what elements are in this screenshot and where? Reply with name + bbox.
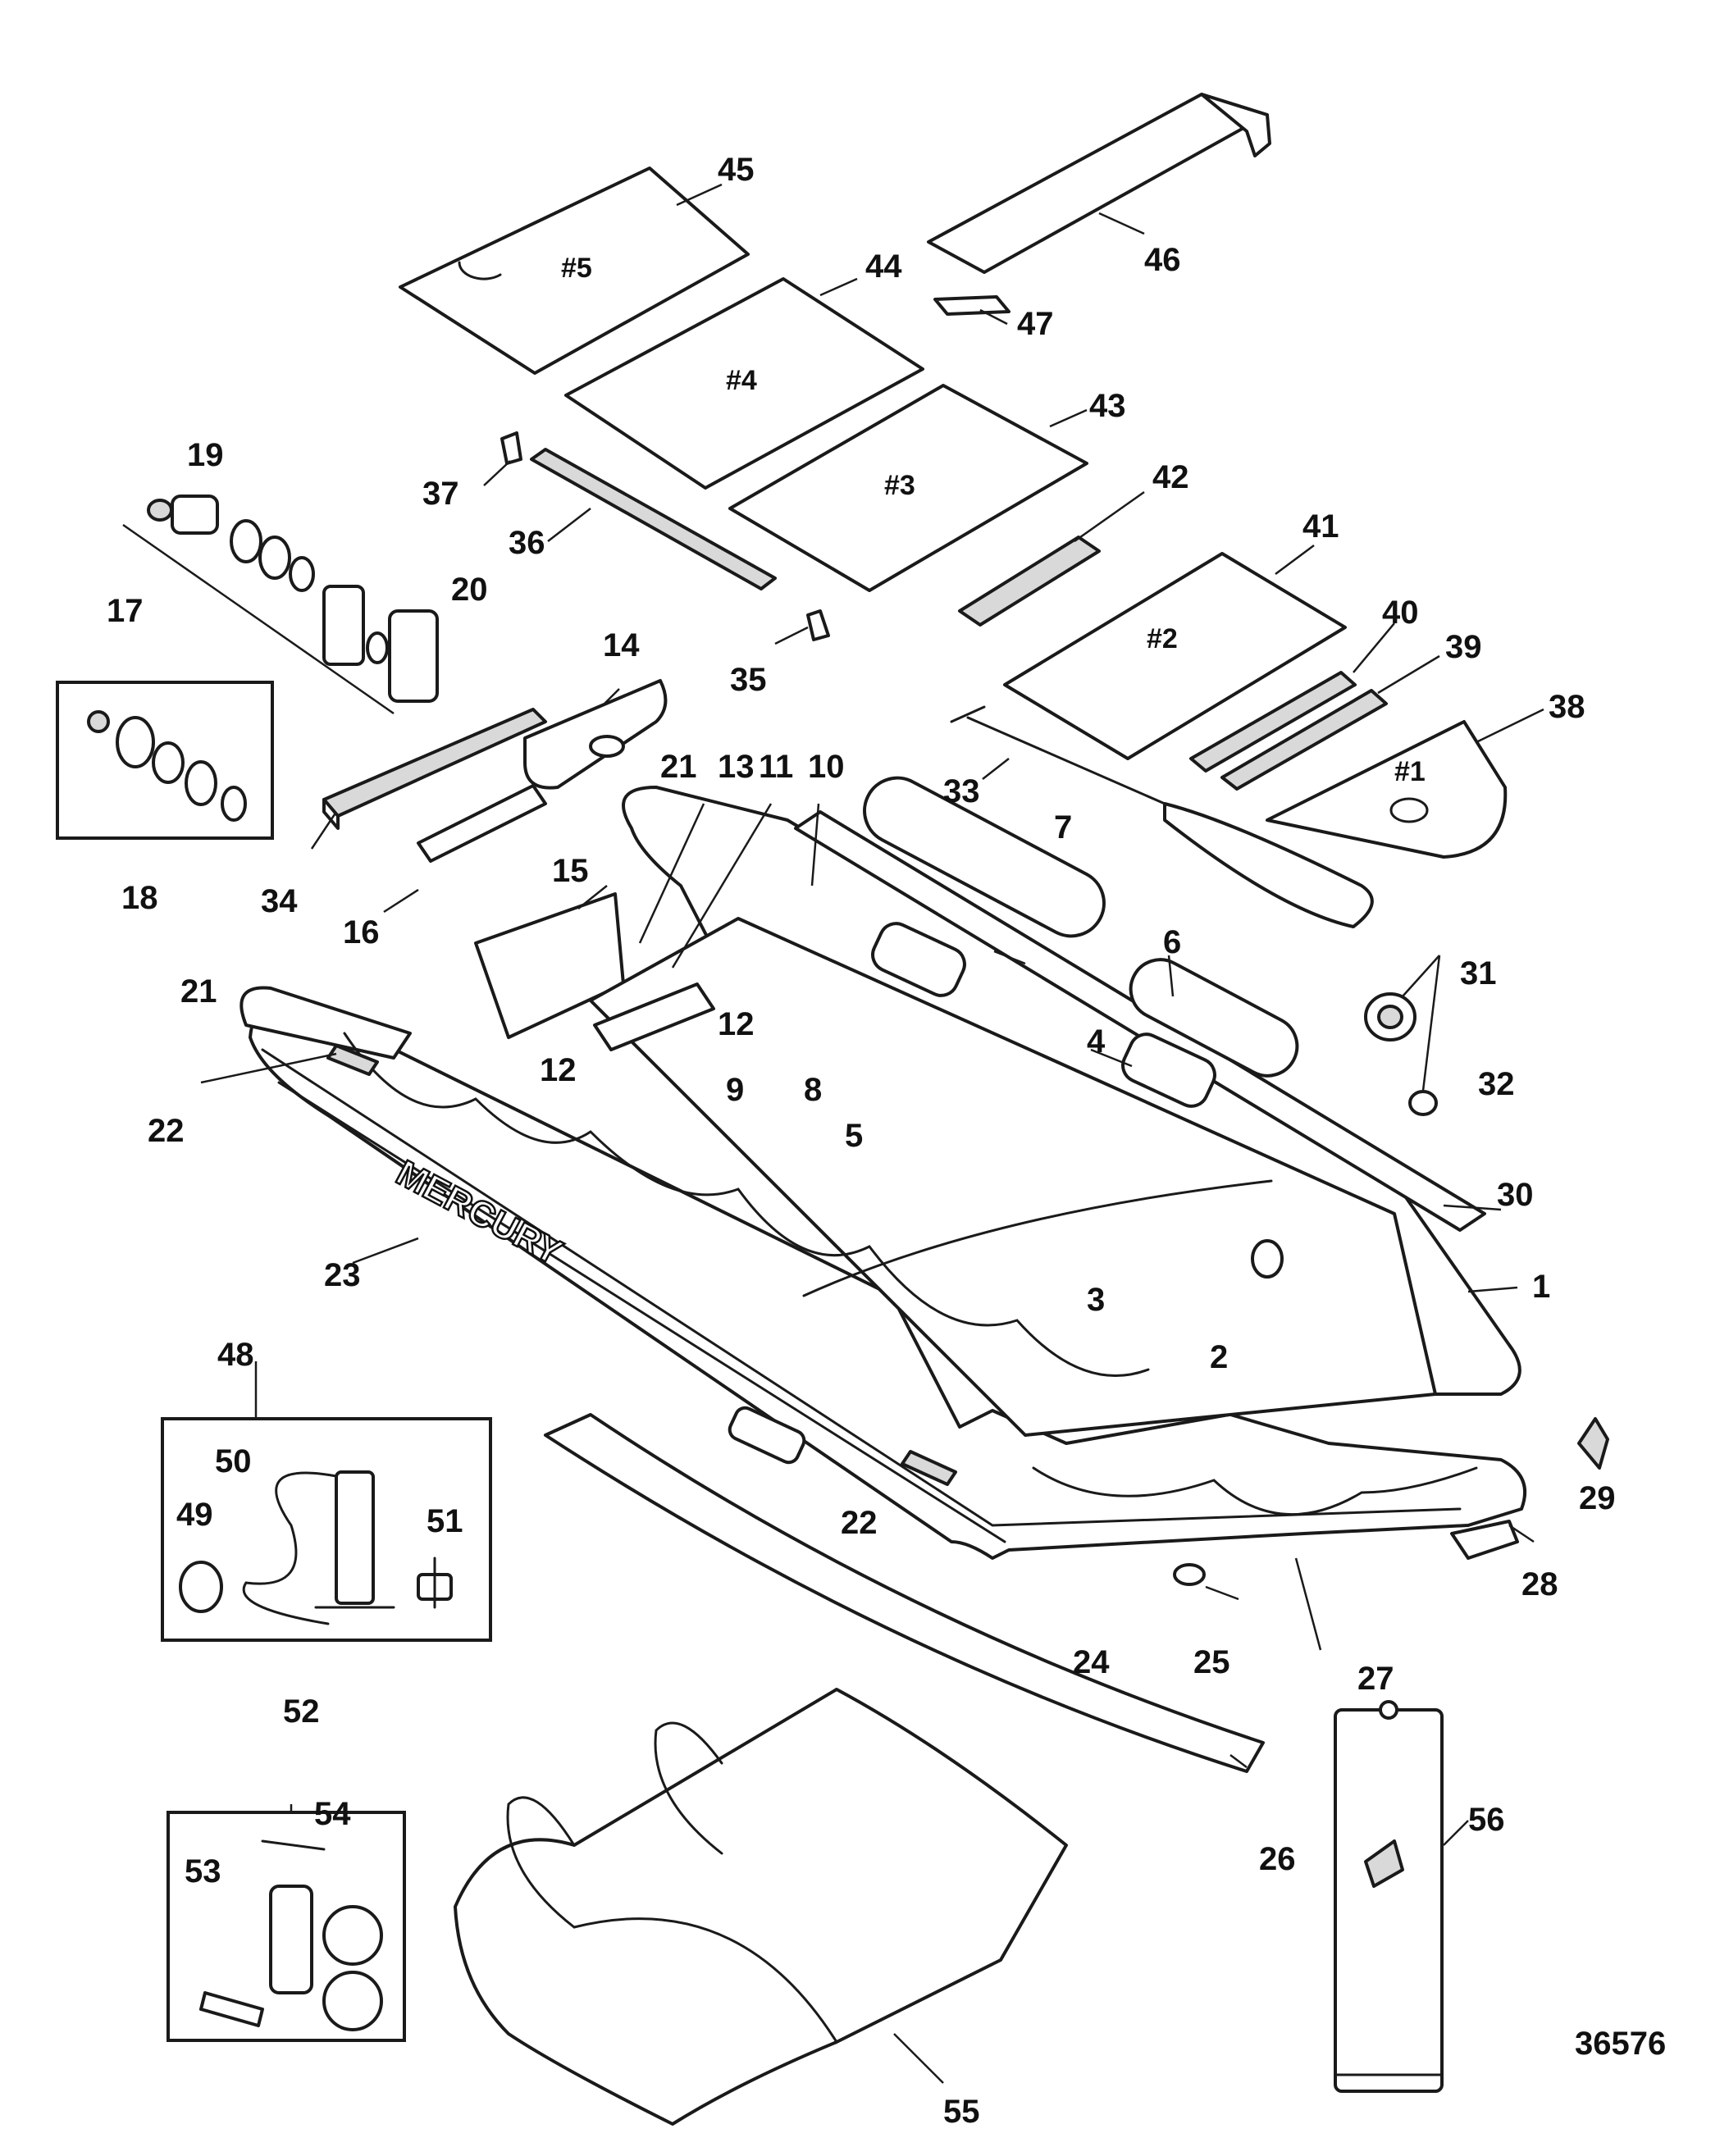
callout-49: 49 [176, 1497, 213, 1533]
valve-assembly [122, 495, 439, 715]
callout-54: 54 [314, 1796, 351, 1832]
callout-22a: 22 [148, 1113, 185, 1149]
callout-40: 40 [1382, 595, 1419, 631]
callout-44: 44 [865, 248, 902, 285]
floor-panel-1: #1 [1266, 720, 1508, 859]
callout-labels: 1 2 3 4 5 6 7 8 9 10 11 12 12 13 14 15 1… [107, 152, 1616, 2130]
panel-label-5: #5 [561, 253, 592, 284]
callout-31: 31 [1460, 955, 1497, 991]
callout-33: 33 [943, 773, 980, 809]
oar [950, 705, 1374, 928]
callout-45: 45 [718, 152, 755, 188]
callout-53: 53 [185, 1853, 221, 1889]
callout-51: 51 [427, 1503, 463, 1539]
callout-55: 55 [943, 2094, 980, 2130]
callout-1: 1 [1532, 1269, 1550, 1305]
pump-kit-box [161, 1417, 492, 1642]
callout-34: 34 [261, 883, 298, 919]
callout-6: 6 [1163, 924, 1181, 960]
callout-12b: 12 [718, 1006, 755, 1042]
stringer-42 [958, 536, 1101, 627]
transom-board [927, 93, 1271, 274]
floor-panel-2: #2 [1003, 552, 1347, 760]
callout-19: 19 [187, 437, 224, 473]
callout-4: 4 [1087, 1023, 1106, 1060]
callout-2: 2 [1210, 1339, 1228, 1375]
callout-12a: 12 [540, 1052, 577, 1088]
callout-14: 14 [603, 627, 640, 663]
seat-bench [322, 708, 547, 830]
stringer-39 [1220, 689, 1388, 791]
carry-bag [454, 1688, 1068, 2126]
panel-label-3: #3 [884, 470, 915, 501]
bracket-16 [417, 784, 547, 863]
callout-50: 50 [215, 1443, 252, 1479]
keel-stringer-36 [500, 431, 830, 641]
callout-20: 20 [451, 572, 488, 608]
callout-25: 25 [1193, 1644, 1230, 1680]
panel-label-4: #4 [726, 365, 757, 396]
seat-bag [523, 679, 668, 790]
callout-30: 30 [1497, 1177, 1534, 1213]
callout-8: 8 [804, 1072, 822, 1108]
callout-38: 38 [1549, 689, 1585, 725]
callout-47: 47 [1017, 306, 1054, 342]
callout-23: 23 [324, 1257, 361, 1293]
inflation-valve [1364, 992, 1438, 1116]
callout-56: 56 [1468, 1802, 1505, 1838]
callout-35: 35 [730, 662, 767, 698]
callout-21b: 21 [660, 749, 697, 785]
callout-48: 48 [217, 1337, 254, 1373]
callout-52: 52 [283, 1693, 320, 1730]
callout-5: 5 [845, 1118, 863, 1154]
callout-26: 26 [1259, 1841, 1296, 1877]
callout-41: 41 [1302, 508, 1339, 545]
callout-18: 18 [121, 880, 158, 916]
callout-37: 37 [422, 476, 459, 512]
callout-27: 27 [1357, 1661, 1394, 1697]
stringer-40 [1189, 671, 1357, 773]
diagram-reference-number: 36576 [1575, 2026, 1666, 2062]
callout-43: 43 [1089, 388, 1126, 424]
callout-32: 32 [1478, 1066, 1515, 1102]
callout-10: 10 [808, 749, 845, 785]
callout-36: 36 [509, 525, 545, 561]
logo-decal [1577, 1417, 1609, 1470]
floor-panel-5: #5 [399, 166, 750, 375]
callout-3: 3 [1087, 1282, 1105, 1318]
callout-21a: 21 [180, 973, 217, 1010]
callout-13: 13 [718, 749, 755, 785]
callout-24: 24 [1073, 1644, 1110, 1680]
transom-bracket [933, 295, 1010, 316]
panel-label-2: #2 [1147, 623, 1178, 654]
callout-22b: 22 [841, 1505, 878, 1541]
callout-17: 17 [107, 593, 144, 629]
callout-39: 39 [1445, 629, 1482, 665]
panel-15 [474, 892, 625, 1039]
callout-7: 7 [1054, 809, 1072, 846]
leader-lines [200, 183, 1544, 2084]
keel-guard-strip [544, 1413, 1265, 1773]
storage-tube [1334, 1700, 1444, 2093]
boat-hull: MERCURY [240, 786, 1526, 1586]
valve-kit-box [56, 681, 274, 840]
floor-panel-3: #3 [728, 384, 1088, 592]
repair-kit-box [167, 1811, 406, 2042]
callout-29: 29 [1579, 1480, 1616, 1516]
floor-panel-4: #4 [564, 277, 924, 490]
callout-42: 42 [1152, 459, 1189, 495]
callout-11: 11 [759, 749, 793, 785]
callout-28: 28 [1521, 1566, 1558, 1602]
callout-15: 15 [552, 853, 589, 889]
callout-46: 46 [1144, 242, 1181, 278]
panel-label-1: #1 [1394, 756, 1426, 787]
callout-16: 16 [343, 914, 380, 950]
patch-7 [863, 776, 1106, 938]
callout-9: 9 [726, 1072, 744, 1108]
